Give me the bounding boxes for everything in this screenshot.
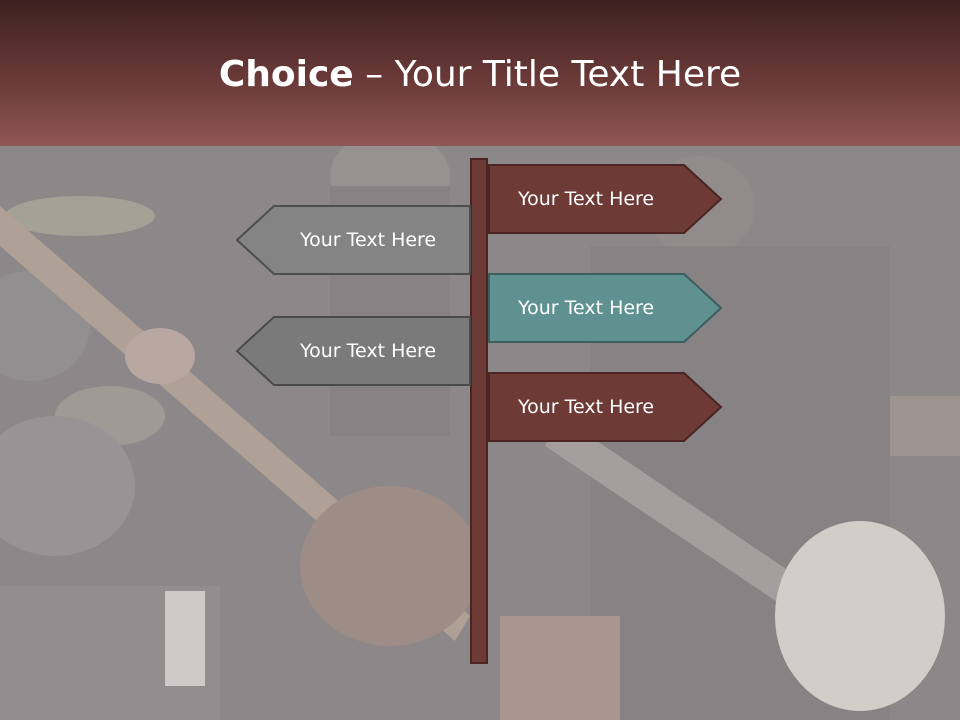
title-bar: Choice – Your Title Text Here [0,0,960,146]
sign-right-bottom[interactable]: Your Text Here [488,372,728,442]
slide-title[interactable]: Choice – Your Title Text Here [0,52,960,98]
title-rest: – Your Title Text Here [353,54,742,95]
sign-right-middle[interactable]: Your Text Here [488,273,728,343]
arrow-left-shape [236,316,471,386]
sign-left-top-text: Your Text Here [300,229,437,251]
sign-left-bottom-text: Your Text Here [300,340,437,362]
sign-right-top[interactable]: Your Text Here [488,164,728,234]
sign-right-bottom-text: Your Text Here [518,396,655,418]
title-bold: Choice [218,54,354,95]
sign-left-top[interactable]: Your Text Here [236,205,476,275]
sign-left-bottom[interactable]: Your Text Here [236,316,476,386]
sign-right-middle-text: Your Text Here [518,297,655,319]
arrow-right-shape [488,164,723,234]
arrow-left-shape [236,205,471,275]
signpost-pole [470,158,488,664]
sign-right-top-text: Your Text Here [518,188,655,210]
arrow-right-shape [488,372,723,442]
arrow-right-shape [488,273,723,343]
